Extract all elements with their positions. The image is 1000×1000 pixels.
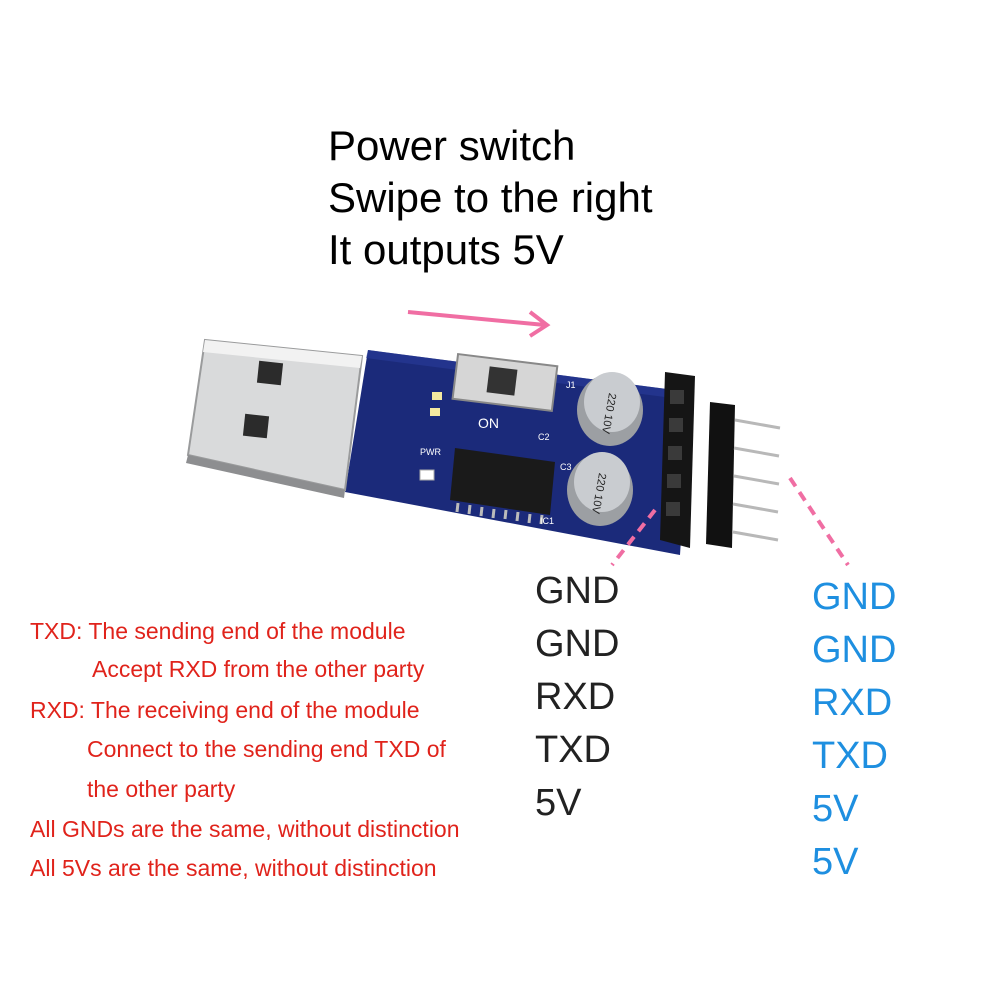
capacitor-bottom: 220 10V [567, 452, 633, 526]
svg-text:C3: C3 [560, 462, 572, 472]
power-switch: ON [451, 352, 559, 431]
pin-right-3: RXD [812, 682, 893, 724]
led-icon [432, 392, 442, 400]
note-5v: All 5Vs are the same, without distinctio… [30, 855, 437, 881]
pin-right-2: GND [812, 629, 897, 671]
pin-left-1: GND [535, 570, 620, 612]
ic-chip [450, 448, 555, 525]
title-power-switch: Power switch [328, 122, 576, 169]
svg-text:C2: C2 [538, 432, 550, 442]
pin-left-4: TXD [535, 729, 611, 771]
leader-right [788, 476, 850, 567]
pin-right-6: 5V [812, 841, 859, 883]
svg-text:J1: J1 [566, 380, 576, 390]
title-swipe-right: Swipe to the right [328, 174, 653, 221]
note-txd-sub: Accept RXD from the other party [92, 656, 425, 682]
note-rxd-sub2: the other party [87, 776, 236, 802]
svg-text:IC1: IC1 [540, 516, 554, 526]
svg-text:PWR: PWR [420, 447, 441, 457]
male-header [706, 402, 781, 548]
switch-direction-arrow [407, 310, 551, 338]
capacitor-top: 220 10V [577, 372, 643, 446]
switch-on-label: ON [478, 415, 499, 431]
note-txd: TXD: The sending end of the module [30, 618, 406, 644]
female-header [660, 372, 695, 548]
usb-plug [186, 338, 364, 498]
leader-left [610, 508, 657, 567]
pin-left-5: 5V [535, 782, 582, 824]
note-gnd: All GNDs are the same, without distincti… [30, 816, 460, 842]
pin-right-5: 5V [812, 788, 859, 830]
note-rxd: RXD: The receiving end of the module [30, 697, 420, 723]
pin-left-2: GND [535, 623, 620, 665]
pin-right-1: GND [812, 576, 897, 618]
note-rxd-sub1: Connect to the sending end TXD of [87, 736, 446, 762]
title-outputs-5v: It outputs 5V [328, 226, 564, 273]
pin-right-4: TXD [812, 735, 888, 777]
pin-left-3: RXD [535, 676, 616, 718]
